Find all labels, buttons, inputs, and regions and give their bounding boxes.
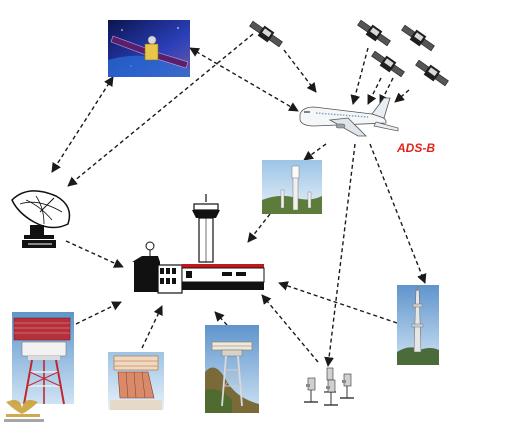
edge-gnss-aircraft-4 bbox=[379, 77, 394, 105]
primary-radar bbox=[12, 312, 74, 405]
ground-station bbox=[262, 160, 322, 214]
gnss-satellite-icon bbox=[401, 24, 435, 52]
control-tower-icon bbox=[132, 194, 265, 294]
radar-tower bbox=[205, 325, 259, 413]
edge-gnss-dish bbox=[67, 33, 254, 187]
edge-aircraft-groundstation bbox=[303, 143, 327, 161]
edge-groundstation-tower bbox=[247, 213, 271, 243]
tall-antenna bbox=[397, 285, 439, 365]
gnss-satellite-icon bbox=[371, 50, 405, 78]
watermark-logo bbox=[4, 400, 44, 422]
edges bbox=[51, 33, 427, 367]
gnss-satellite-icon bbox=[415, 59, 449, 87]
mlat-sensor-icon bbox=[304, 377, 318, 403]
secondary-radar bbox=[108, 352, 164, 410]
gnss-satellite-icon bbox=[357, 19, 391, 47]
edge-radartower-tower bbox=[214, 311, 228, 326]
edge-gnss-aircraft-1 bbox=[283, 49, 317, 93]
edge-aircraft-mlat bbox=[324, 143, 356, 367]
edge-antenna-tower bbox=[278, 281, 398, 324]
edge-gnss-aircraft-2 bbox=[350, 47, 369, 105]
aircraft-icon bbox=[299, 97, 399, 137]
adsb-label: ADS-B bbox=[397, 141, 435, 155]
edge-commsat-dish bbox=[51, 76, 114, 173]
gnss-satellites bbox=[249, 19, 449, 87]
edge-aircraft-antenna bbox=[369, 143, 427, 284]
mlat-sensor-icon bbox=[324, 379, 338, 406]
satellite-dish-icon bbox=[11, 190, 71, 248]
edge-primaryradar-tower bbox=[75, 301, 122, 325]
edge-mlat-tower bbox=[261, 294, 319, 363]
edge-commsat-aircraft bbox=[189, 47, 299, 112]
edge-gnss-aircraft-5 bbox=[394, 89, 410, 103]
edge-dish-tower bbox=[65, 240, 124, 268]
gnss-satellite-icon bbox=[249, 20, 283, 48]
edge-gnss-aircraft-3 bbox=[367, 77, 382, 105]
comm-satellite bbox=[108, 20, 190, 77]
multilateration-sensors bbox=[304, 367, 354, 406]
mlat-sensor-icon bbox=[340, 373, 354, 399]
edge-secondaryradar-tower bbox=[141, 305, 163, 349]
